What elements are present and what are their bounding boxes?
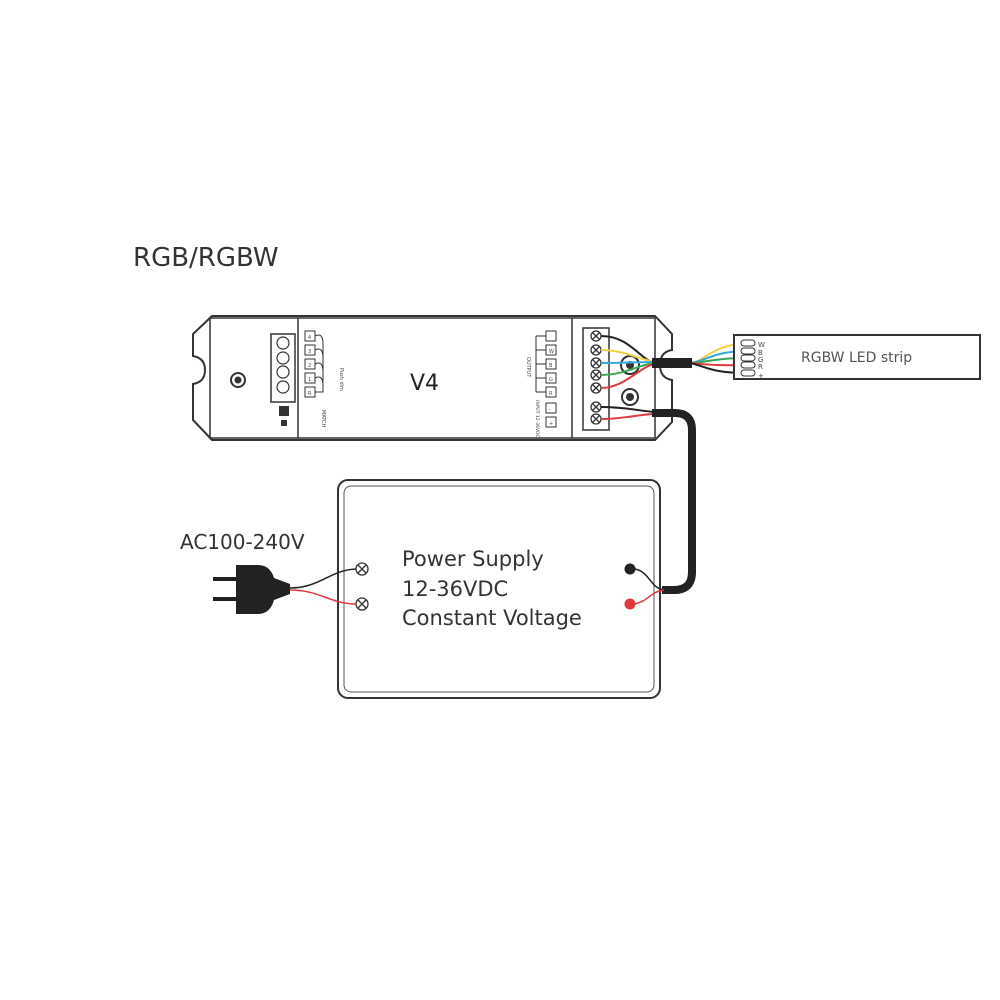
dc-positive-terminal — [624, 598, 636, 610]
mount-hole-icon — [230, 372, 246, 388]
left-pin-label: 2 — [308, 363, 311, 369]
output-pin-label: G — [549, 377, 553, 383]
power-cable — [652, 409, 696, 594]
rgbw-led-strip: W B G R + RGBW LED strip — [733, 334, 981, 380]
output-label: OUTPUT — [525, 357, 531, 378]
mount-hole-icon — [621, 388, 639, 406]
ac-wires — [289, 568, 357, 605]
ac-plug-icon — [213, 565, 290, 614]
input-pin-label: + — [549, 421, 553, 427]
mount-hole-icon — [620, 355, 640, 375]
strip-pin-label: R — [758, 363, 763, 371]
output-pin-label: R — [549, 391, 553, 397]
output-cable — [652, 358, 692, 368]
power-supply-title: Power Supply — [402, 547, 544, 571]
output-pin-label: W — [549, 349, 554, 355]
strip-pin-label: W — [758, 341, 765, 349]
led-strip-label: RGBW LED strip — [801, 350, 912, 366]
match-button-icon — [279, 406, 289, 416]
output-terminal-block — [582, 327, 610, 431]
terminal-screws — [590, 330, 602, 425]
power-supply: Power Supply 12-36VDC Constant Voltage — [337, 479, 661, 699]
left-pin-label: R — [308, 391, 312, 397]
dc-output-wires — [634, 568, 665, 605]
left-pin-label: 1 — [308, 377, 311, 383]
power-supply-type: Constant Voltage — [402, 606, 582, 630]
remote-connector — [270, 333, 296, 403]
ac-input-label: AC100-240V — [180, 530, 305, 554]
strip-pin-label: + — [758, 372, 764, 380]
input-label: INPUT 12-36VDC — [534, 400, 540, 438]
strip-pin-label: B — [758, 349, 763, 357]
input-pin-label: - — [549, 407, 551, 413]
power-supply-voltage: 12-36VDC — [402, 577, 508, 601]
left-pin-label: 3 — [308, 349, 311, 355]
push-dim-label: Push dim — [338, 368, 344, 391]
controller-housing — [192, 315, 673, 441]
controller-body — [209, 317, 656, 439]
match-label: MATCH — [320, 410, 326, 428]
diagram-title: RGB/RGBW — [133, 243, 279, 273]
left-pin-label: 4 — [308, 335, 311, 341]
controller-model: V4 — [410, 371, 439, 396]
input-wires — [600, 406, 656, 420]
strip-pin-label: G — [758, 356, 763, 364]
dc-negative-terminal — [624, 563, 636, 575]
output-pin-label: B — [549, 363, 553, 369]
